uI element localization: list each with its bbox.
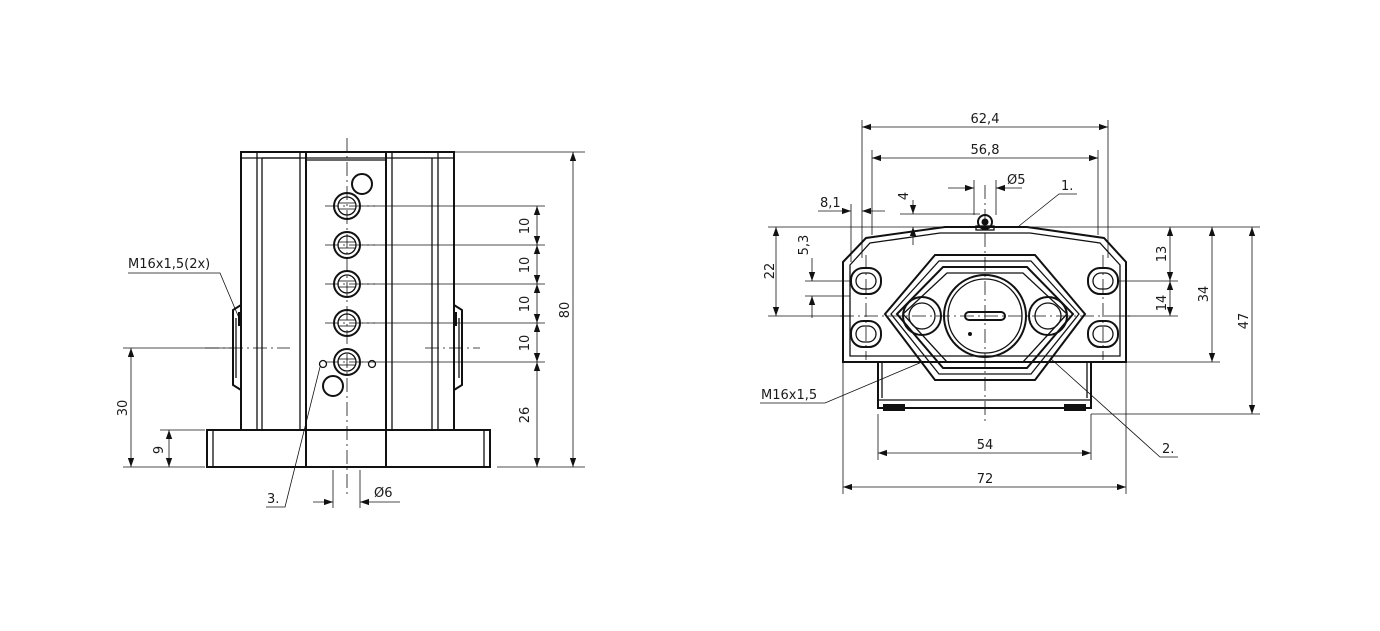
- dim-diameter-5: Ø5: [1007, 173, 1026, 188]
- housing-outline: [240, 151, 455, 431]
- dim-height-14: 14: [1155, 295, 1170, 312]
- dim-height-22: 22: [763, 263, 778, 280]
- led-indicators: [318, 173, 377, 397]
- dim-height-34: 34: [1197, 286, 1212, 303]
- top-view: 62,4 56,8 Ø5 8,1 4 22 5,3 13 14 34 47 54…: [760, 112, 1260, 494]
- callout-1: 1.: [1061, 179, 1073, 194]
- dim-total-height-80: 80: [558, 302, 573, 319]
- dim-led-pitch-2: 10: [518, 257, 533, 274]
- base-flange: [206, 429, 491, 468]
- centerlines-left: [205, 138, 480, 495]
- extension-lines-right: [768, 120, 1260, 494]
- dim-width-72: 72: [977, 472, 994, 487]
- dim-width-62-4: 62,4: [971, 112, 1000, 127]
- dim-hole-diameter: Ø6: [374, 486, 393, 501]
- label-thread-2x: M16x1,5(2x): [128, 257, 210, 272]
- dim-thread-height-30: 30: [116, 400, 131, 417]
- leaders-left: [128, 272, 321, 508]
- dim-led-pitch-3: 10: [518, 296, 533, 313]
- leaders-right: [760, 193, 1178, 458]
- callout-2: 2.: [1162, 442, 1174, 457]
- label-thread: M16x1,5: [761, 388, 817, 403]
- side-gland-right: [453, 304, 463, 391]
- centerlines-right: [840, 185, 1130, 425]
- side-view: 80 10 10 10 10 26 30 9 Ø6 M16x1,5(2x) 3.: [116, 138, 585, 508]
- dim-height-5-3: 5,3: [797, 235, 812, 256]
- extension-lines-left: [123, 151, 585, 508]
- callout-3: 3.: [267, 492, 279, 507]
- dim-height-13: 13: [1155, 246, 1170, 263]
- dim-height-47: 47: [1237, 313, 1252, 330]
- side-gland-left: [232, 304, 242, 391]
- dim-led-height-26: 26: [518, 407, 533, 424]
- dimension-lines-left: [127, 152, 577, 506]
- dim-base-height-9: 9: [152, 446, 167, 454]
- dim-led-pitch-4: 10: [518, 335, 533, 352]
- dim-offset-8-1: 8,1: [820, 196, 841, 211]
- dimension-lines-right: [772, 123, 1256, 491]
- dim-offset-4: 4: [897, 192, 912, 200]
- dim-width-54: 54: [977, 438, 994, 453]
- dim-led-pitch-1: 10: [518, 218, 533, 235]
- dim-width-56-8: 56,8: [971, 143, 1000, 158]
